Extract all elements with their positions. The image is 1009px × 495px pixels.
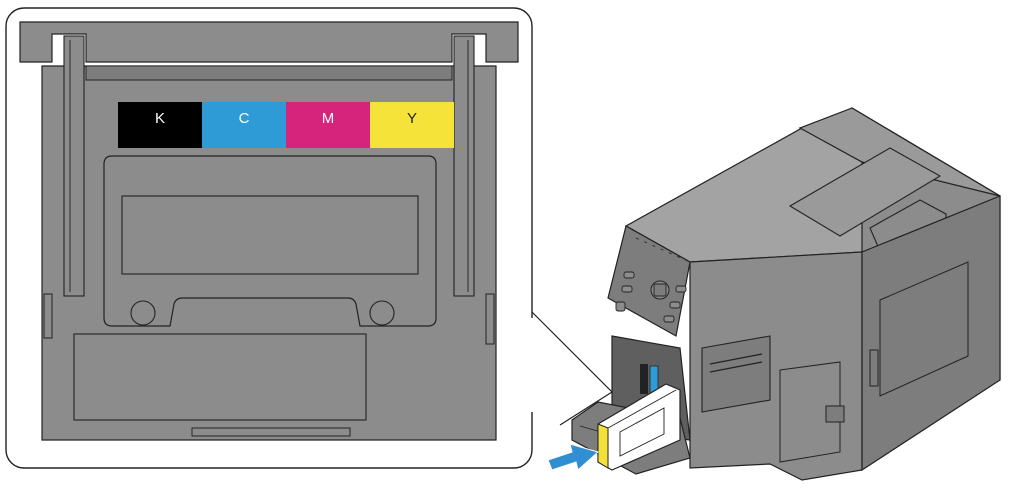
ink-slot-m <box>286 102 370 148</box>
printer-side <box>861 195 1001 472</box>
right-rail <box>453 35 475 297</box>
bottom-slot <box>191 427 351 437</box>
printer <box>547 107 1001 481</box>
left-rail <box>63 35 85 297</box>
ink-slot-label: Y <box>407 110 417 127</box>
tray-lid <box>19 21 519 63</box>
ink-slot-c <box>202 102 286 148</box>
ink-slot-label: M <box>322 110 335 127</box>
insert-arrow-icon <box>547 443 600 471</box>
ink-slot-label: K <box>155 110 165 127</box>
lower-box <box>73 333 367 421</box>
ink-slot-y <box>370 102 454 148</box>
paper-exit <box>701 335 771 413</box>
left-screw <box>130 300 156 326</box>
right-screw <box>369 300 395 326</box>
cartridge-yellow-face <box>597 423 609 469</box>
panel-window <box>121 195 419 275</box>
ink-slot-k <box>118 102 202 148</box>
ink-slot-label: C <box>239 110 250 127</box>
